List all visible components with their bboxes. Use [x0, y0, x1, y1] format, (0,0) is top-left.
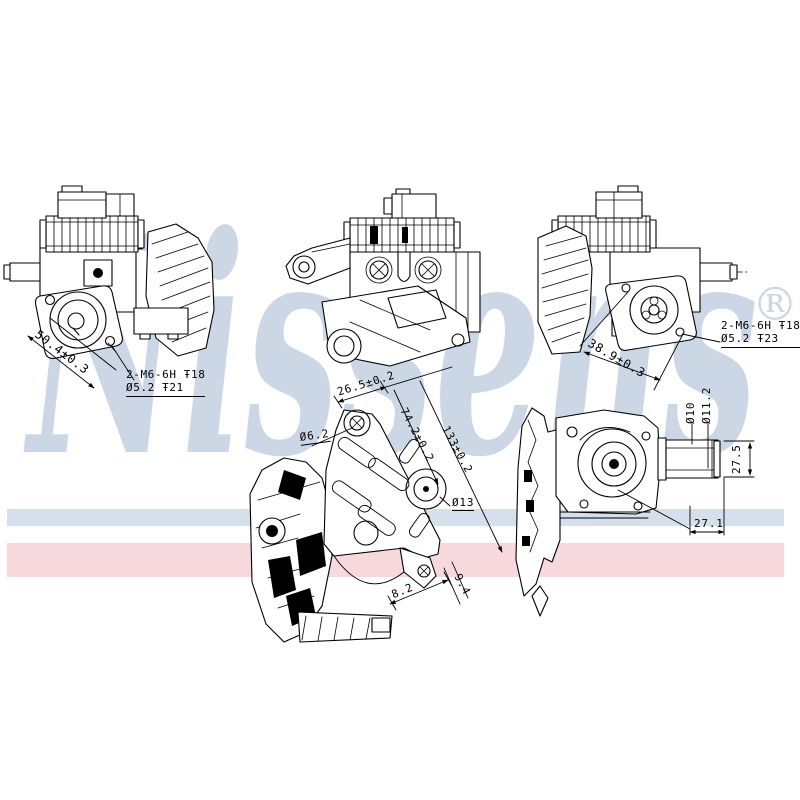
dim-pipe-inner: Ø10: [684, 401, 697, 424]
dim-pipe-depth: 27.5: [730, 444, 743, 474]
dim-bracket-boss: Ø13: [452, 496, 475, 511]
view-top-right: [537, 185, 749, 391]
dim-housing-length: 27.1: [694, 517, 724, 530]
thread-note-right-line2: Ø5.2 Ŧ23: [721, 332, 779, 345]
view-bottom-right: [515, 407, 755, 617]
view-top-center: [285, 188, 481, 367]
thread-note-left: 2-M6-6H Ŧ18 Ø5.2 Ŧ21: [126, 368, 206, 397]
view-top-left: [3, 185, 215, 389]
dim-pipe-outer: Ø11.2: [700, 386, 713, 424]
view-bottom-center: [249, 366, 503, 643]
thread-note-right: 2-M6-6H Ŧ18 Ø5.2 Ŧ23: [721, 319, 800, 348]
thread-note-left-line1: 2-M6-6H Ŧ18: [126, 368, 206, 381]
thread-note-right-line1: 2-M6-6H Ŧ18: [721, 319, 800, 332]
registered-mark: ®: [752, 277, 798, 331]
thread-note-left-line2: Ø5.2 Ŧ21: [126, 381, 184, 394]
